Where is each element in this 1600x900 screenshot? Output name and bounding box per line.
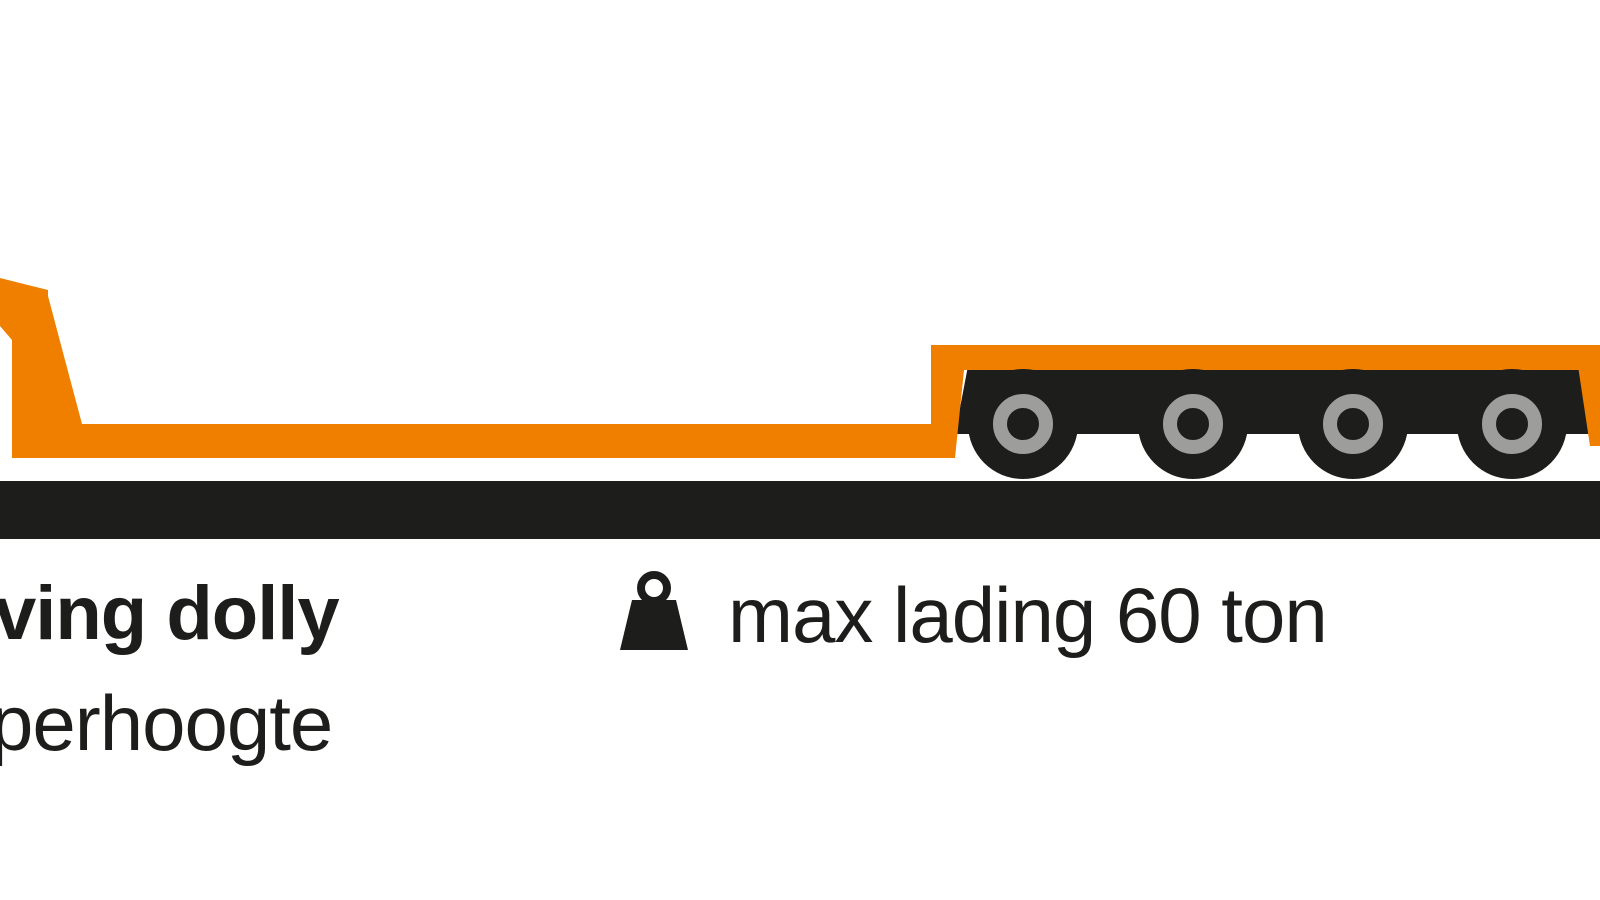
wheel-tire	[1457, 369, 1567, 479]
trailer-title: ving dolly	[0, 571, 340, 656]
weight-icon-ring	[637, 571, 671, 605]
wheel-set	[968, 369, 1567, 479]
wheel-hub	[993, 394, 1053, 454]
wheel-tire	[1138, 369, 1248, 479]
wheel-icon	[1298, 369, 1408, 479]
bogie-frame	[955, 366, 1592, 434]
wheel-tire	[968, 369, 1078, 479]
trailer-rear-end	[1578, 366, 1600, 446]
wheel-icon	[968, 369, 1078, 479]
wheel-hub	[1482, 394, 1542, 454]
trailer-gooseneck	[0, 278, 934, 458]
wheel-icon	[1457, 369, 1567, 479]
wheel-hub	[1163, 394, 1223, 454]
weight-icon	[620, 571, 688, 650]
trailer-subtitle: perhoogte	[0, 679, 333, 767]
trailer-rear-deck	[931, 345, 1600, 458]
road-surface	[0, 481, 1600, 539]
wheel-tire	[1298, 369, 1408, 479]
wheel-icon	[1138, 369, 1248, 479]
wheel-hub	[1323, 394, 1383, 454]
weight-icon-body	[620, 600, 688, 650]
max-load-label: max lading 60 ton	[728, 571, 1328, 659]
